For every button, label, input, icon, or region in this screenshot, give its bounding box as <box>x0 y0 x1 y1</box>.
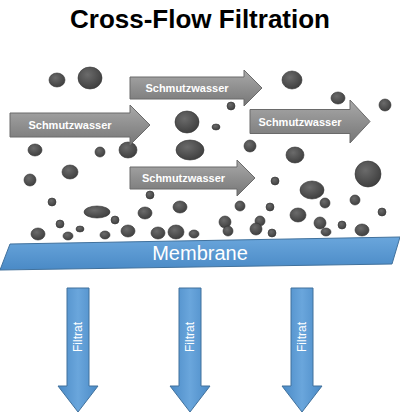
arrow-shape <box>170 288 210 412</box>
flow-arrow: Schmutzwasser <box>130 70 262 106</box>
filtrate-label: Filtrat <box>71 322 85 352</box>
flow-label: Schmutzwasser <box>250 116 350 128</box>
filtrate-arrow: Filtrat <box>282 288 322 412</box>
membrane-band: Membrane <box>0 236 400 270</box>
arrow-shape <box>130 160 255 196</box>
filtrate-arrow: Filtrat <box>170 288 210 412</box>
flow-label: Schmutzwasser <box>130 82 244 94</box>
flow-label: Schmutzwasser <box>10 119 130 131</box>
flow-arrow: Schmutzwasser <box>130 160 255 196</box>
arrow-shape <box>250 100 370 143</box>
filtrate-label: Filtrat <box>183 322 197 352</box>
arrow-shape <box>10 105 150 145</box>
membrane-label: Membrane <box>0 242 400 265</box>
band-shape <box>0 237 400 270</box>
flow-arrow: Schmutzwasser <box>10 105 150 145</box>
arrow-shape <box>130 70 262 106</box>
filtrate-arrow: Filtrat <box>58 288 98 412</box>
flow-label: Schmutzwasser <box>130 172 237 184</box>
filtrate-label: Filtrat <box>295 322 309 352</box>
arrow-shape <box>58 288 98 412</box>
flow-arrow: Schmutzwasser <box>250 100 370 143</box>
diagram-title: Cross-Flow Filtration <box>0 4 400 35</box>
arrow-shape <box>282 288 322 412</box>
